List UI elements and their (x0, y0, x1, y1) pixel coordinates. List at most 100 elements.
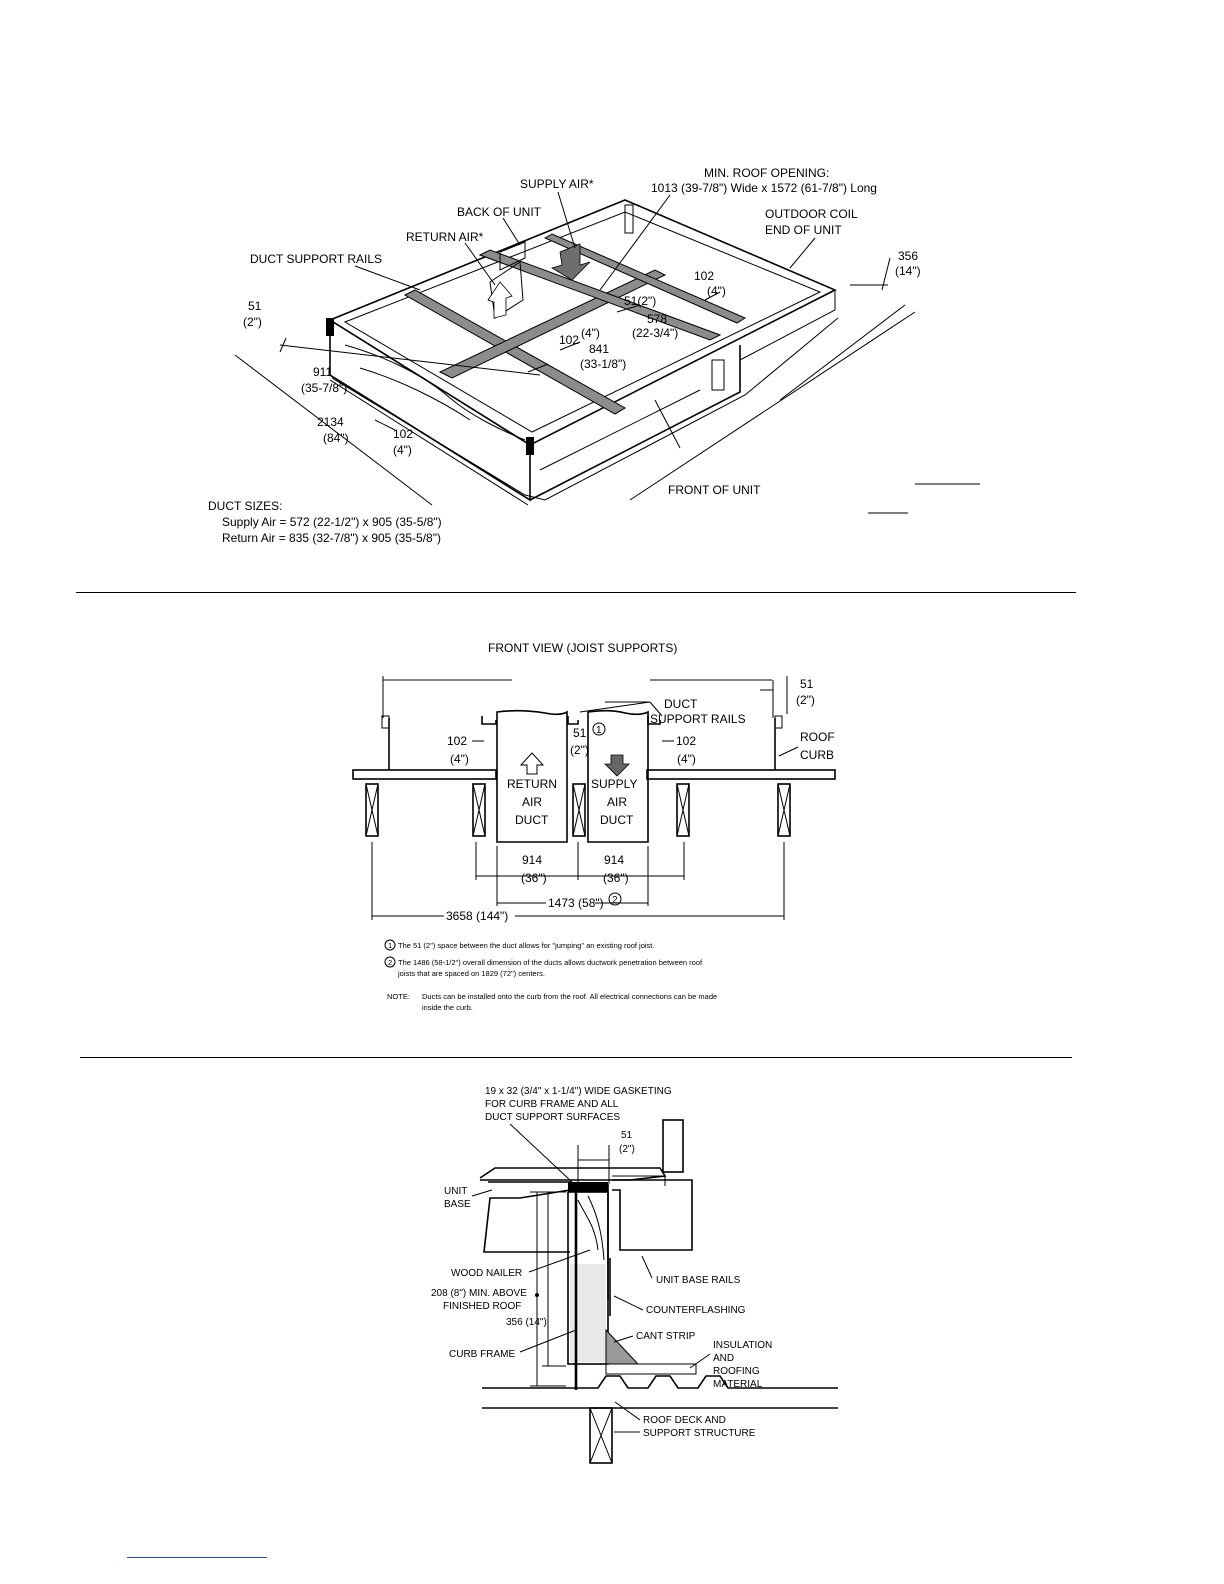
roof-deck-label-1: ROOF DECK AND (643, 1415, 726, 1426)
insulation-label-2: AND (713, 1353, 734, 1364)
front-note-3-line-2: inside the curb. (422, 1003, 473, 1012)
front-dim-3658: 3658 (144") (446, 909, 508, 923)
curb-base-flange (331, 317, 839, 501)
dim-356: 356 (898, 249, 918, 263)
front-dim-51-mid-in: (2") (570, 743, 589, 757)
dim-841: 841 (589, 342, 609, 356)
circle-note-2: 2 (612, 895, 618, 906)
min-above-label-1: 208 (8") MIN. ABOVE (431, 1288, 527, 1299)
front-dim-51-top: 51 (800, 677, 814, 691)
min-roof-opening-dims: 1013 (39-7/8") Wide x 1572 (61-7/8") Lon… (651, 181, 877, 195)
duct-rails-label-2: SUPPORT RAILS (650, 712, 746, 726)
unit-base-label-1: UNIT (444, 1186, 467, 1197)
duct-sizes-supply: Supply Air = 572 (22-1/2") x 905 (35-5/8… (222, 515, 442, 529)
dim-102-right-in: (4") (707, 284, 726, 298)
return-duct-label-1: RETURN (507, 777, 557, 791)
dim-356-label: 356 (14") (506, 1317, 547, 1328)
roof-joists (365, 783, 791, 837)
dim-578: 578 (647, 312, 667, 326)
duct-support-rails-label: DUCT SUPPORT RAILS (250, 252, 382, 266)
front-dim-102-left: 102 (447, 734, 467, 748)
dim-51-mid: 51(2") (624, 294, 656, 308)
gasket-label-1: 19 x 32 (3/4" x 1-1/4") WIDE GASKETING (485, 1086, 672, 1097)
duct-support-rail-long-2 (543, 233, 747, 324)
supply-air-duct (587, 709, 649, 843)
dim-841-in: (33-1/8") (580, 357, 626, 371)
svg-text:1: 1 (388, 941, 392, 950)
return-arrow-icon (519, 752, 545, 775)
gasket-label-2: FOR CURB FRAME AND ALL (485, 1099, 619, 1110)
return-air-arrow (487, 281, 513, 319)
wood-nailer-label: WOOD NAILER (451, 1268, 522, 1279)
curb-inner-outline (343, 211, 822, 433)
supply-air-label: SUPPLY AIR* (520, 177, 594, 191)
unit-base-label-2: BASE (444, 1199, 471, 1210)
supply-duct-label-3: DUCT (600, 813, 634, 827)
roof-deck-right (646, 769, 836, 780)
front-dim-914-b-in: (36") (603, 871, 629, 885)
supply-duct-label-2: AIR (607, 795, 627, 809)
return-duct-label-2: AIR (522, 795, 542, 809)
curb-right-wall (529, 345, 741, 501)
front-dim-102-left-in: (4") (450, 752, 469, 766)
cant-strip (605, 1328, 640, 1365)
insulation-label-4: MATERIAL (713, 1379, 763, 1390)
front-dim-51-top-in: (2") (796, 693, 815, 707)
duct-support-rail-long-3 (478, 249, 722, 341)
unit-base-block (483, 1181, 571, 1253)
gasket (568, 1182, 608, 1192)
roof-deck-left (352, 769, 497, 780)
min-above-label-2: FINISHED ROOF (443, 1301, 521, 1312)
return-duct-label-3: DUCT (515, 813, 549, 827)
front-dim-1473: 1473 (58") (548, 896, 604, 910)
front-note-2-line-1: The 1486 (58-1/2") overall dimension of … (398, 958, 703, 967)
supply-duct-label-1: SUPPLY (591, 777, 637, 791)
dim-911: 911 (313, 365, 332, 379)
duct-sizes-return: Return Air = 835 (32-7/8") x 905 (35-5/8… (222, 531, 441, 545)
supply-air-arrow (551, 243, 591, 281)
front-of-unit-label: FRONT OF UNIT (668, 483, 761, 497)
dim-578-in: (22-3/4") (632, 326, 678, 340)
back-of-unit-label: BACK OF UNIT (457, 205, 542, 219)
dim-51-left: 51 (248, 299, 262, 313)
section-divider-1 (76, 592, 1076, 593)
front-note-2-line-2: joists that are spaced on 1829 (72") cen… (397, 969, 545, 978)
circle-note-1: 1 (596, 725, 602, 736)
dim-102-bottom-in: (4") (393, 443, 412, 457)
roof-curb-isometric-diagram: SUPPLY AIR* BACK OF UNIT RETURN AIR* DUC… (208, 166, 980, 545)
roof-curb-label-2: CURB (800, 748, 834, 762)
front-note-1: The 51 (2") space between the duct allow… (398, 941, 654, 950)
unit-base-rails-label: UNIT BASE RAILS (656, 1275, 741, 1286)
front-view-title: FRONT VIEW (JOIST SUPPORTS) (488, 641, 677, 655)
duct-support-rail-back (403, 289, 626, 415)
unit-base-rail (612, 1179, 693, 1251)
front-dim-102-right: 102 (676, 734, 696, 748)
dim-356-in: (14") (895, 264, 921, 278)
dim-2134: 2134 (317, 415, 344, 429)
outdoor-coil-label-1: OUTDOOR COIL (765, 207, 858, 221)
dim-102-mid-in: (4") (581, 326, 600, 340)
dim-102-mid: 102 (559, 333, 579, 347)
section-divider-2 (80, 1057, 1072, 1058)
front-note-label: NOTE: (387, 992, 410, 1001)
footer-link-underline (127, 1557, 267, 1558)
min-roof-opening-title: MIN. ROOF OPENING: (704, 166, 829, 180)
supply-arrow-icon (604, 754, 630, 777)
front-dim-51-mid: 51 (573, 726, 587, 740)
return-air-label: RETURN AIR* (406, 230, 484, 244)
counterflashing-label: COUNTERFLASHING (646, 1305, 746, 1316)
roof-deck (482, 1375, 838, 1389)
unit-base-top (479, 1167, 667, 1181)
roof-deck-label-2: SUPPORT STRUCTURE (643, 1428, 756, 1439)
front-dim-914-b: 914 (604, 853, 624, 867)
front-dim-914-a: 914 (522, 853, 542, 867)
wood-nailer (567, 1191, 609, 1365)
front-dim-102-right-in: (4") (677, 752, 696, 766)
dim-911-in: (35-7/8") (301, 381, 347, 395)
outdoor-coil-label-2: END OF UNIT (765, 223, 842, 237)
dim-2134-in: (84") (323, 431, 349, 445)
duct-rails-label-1: DUCT (664, 697, 698, 711)
dim-51-left-in: (2") (243, 315, 262, 329)
front-dim-914-a-in: (36") (521, 871, 547, 885)
curb-frame-label: CURB FRAME (449, 1349, 515, 1360)
